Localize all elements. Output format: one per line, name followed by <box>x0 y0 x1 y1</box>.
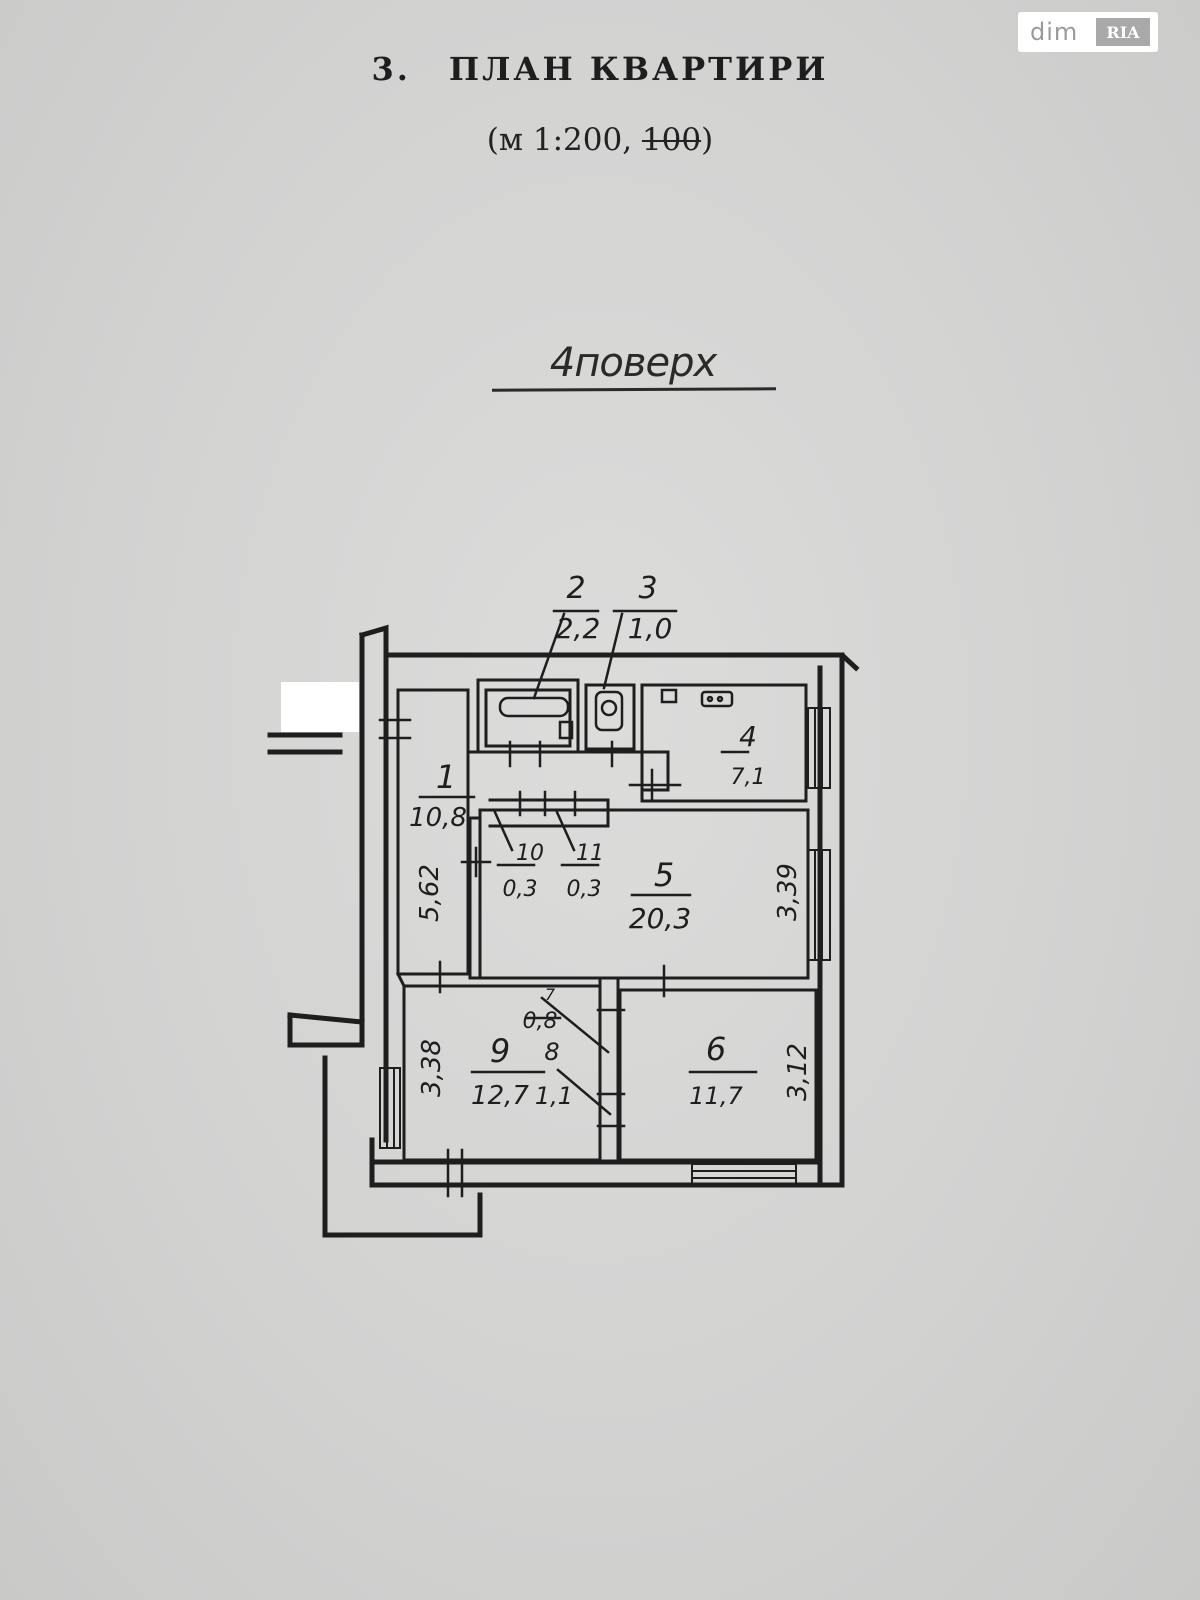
door-marks <box>378 718 682 1198</box>
scale-open: (м 1:200, <box>486 122 642 158</box>
room-area-6: 11,7 <box>689 1082 743 1110</box>
room-number-3: 3 <box>638 571 657 606</box>
interior-walls <box>395 678 818 1162</box>
bathtub-icon <box>498 696 570 718</box>
room-number-6: 6 <box>706 1030 726 1068</box>
ria-logo-icon: RIA <box>1096 18 1150 46</box>
title-text: ПЛАН КВАРТИРИ <box>448 50 829 88</box>
room-area-4: 7,1 <box>731 765 766 790</box>
scale-line: (м 1:200, 100) <box>0 122 1200 158</box>
page-title: 3. ПЛАН КВАРТИРИ <box>0 50 1200 88</box>
room-area-3: 1,0 <box>628 612 673 645</box>
dimension-labels: 5,62 3,39 3,38 3,12 <box>415 863 813 1101</box>
room-area-9: 12,7 <box>471 1081 529 1111</box>
window-bedroom-6 <box>691 1163 797 1185</box>
scale-close: ) <box>701 122 714 158</box>
scale-struck-value: 100 <box>641 122 702 158</box>
room-number-11: 11 <box>576 841 604 866</box>
room-area-1: 10,8 <box>409 803 467 833</box>
room-area-5: 20,3 <box>629 902 691 935</box>
room-labels: 2 2,2 3 1,0 4 7,1 1 10,8 10 0,3 11 0,3 5… <box>409 571 765 1111</box>
redaction-block <box>281 682 359 732</box>
room-number-4: 4 <box>739 720 757 753</box>
room-number-1: 1 <box>436 758 456 796</box>
room-number-8: 8 <box>544 1038 559 1066</box>
kitchen-sink-icon <box>660 688 678 704</box>
room-number-5: 5 <box>654 856 674 894</box>
toilet-icon <box>600 699 618 717</box>
dim-ria-watermark: dim RIA <box>1018 12 1158 52</box>
outer-walls <box>267 624 860 1238</box>
room-number-9: 9 <box>490 1032 510 1070</box>
leader-lines <box>418 609 758 1116</box>
room-number-7: 7 <box>545 985 556 1004</box>
watermark-text: dim <box>1030 18 1079 46</box>
dimension-room-1: 5,62 <box>415 864 445 922</box>
room-number-10: 10 <box>516 841 544 866</box>
sink-icon <box>558 720 574 740</box>
room-area-8: 1,1 <box>535 1082 573 1110</box>
room-area-7: 0,8 <box>523 1009 558 1034</box>
floor-label: 4поверх <box>549 340 717 386</box>
window-kitchen <box>807 707 831 789</box>
room-area-11: 0,3 <box>567 877 602 902</box>
window-living <box>807 849 831 961</box>
stove-icon <box>700 690 734 708</box>
dimension-room-9: 3,38 <box>417 1039 447 1097</box>
room-area-10: 0,3 <box>503 877 538 902</box>
room-area-2: 2,2 <box>556 612 601 645</box>
room-number-2: 2 <box>566 571 585 606</box>
window-bedroom-9 <box>379 1067 401 1149</box>
dimension-room-6: 3,12 <box>783 1043 813 1101</box>
windows <box>379 707 831 1185</box>
dimension-room-5: 3,39 <box>773 863 803 921</box>
section-number: 3. <box>371 50 411 88</box>
